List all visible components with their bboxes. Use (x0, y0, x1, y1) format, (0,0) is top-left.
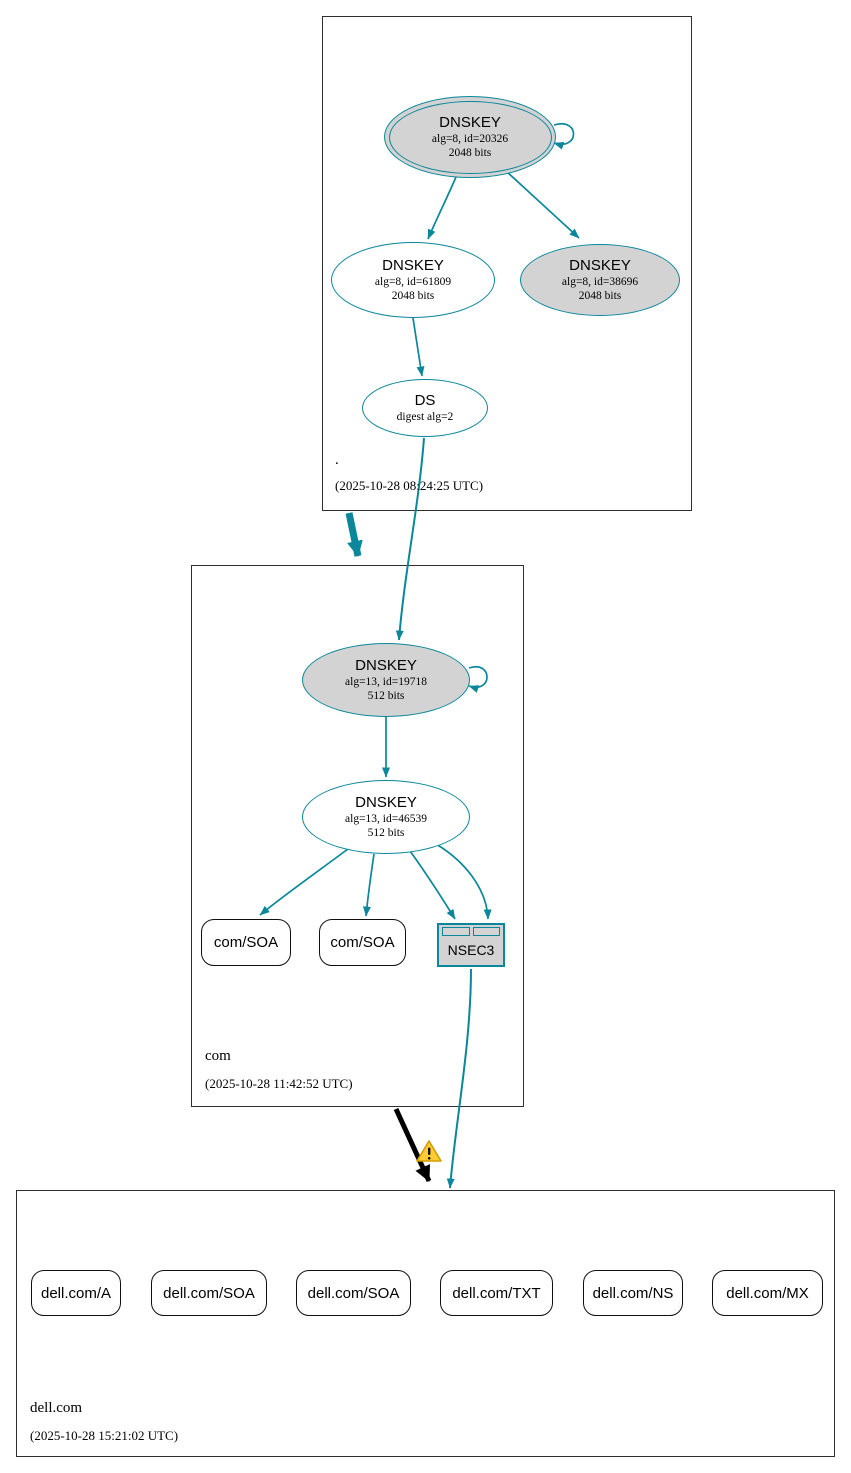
dnskey-node-root-ksk: DNSKEY alg=8, id=20326 2048 bits (384, 96, 556, 178)
dnskey-bits: 2048 bits (448, 147, 492, 159)
dnskey-alg-id: alg=8, id=61809 (374, 275, 452, 288)
dnskey-alg-id: alg=13, id=19718 (345, 675, 427, 688)
nsec3-cell (442, 927, 470, 936)
rrset-dell-a: dell.com/A (31, 1270, 121, 1316)
ds-node-com: DS digest alg=2 (362, 379, 488, 437)
dnskey-alg-id: alg=8, id=20326 (431, 132, 509, 145)
zone-timestamp-root: (2025-10-28 08:24:25 UTC) (335, 478, 484, 493)
edge-com-to-dell-delegation (393, 1107, 432, 1183)
dnskey-alg-id: alg=13, id=46539 (345, 812, 427, 825)
dnskey-title: DNSKEY (355, 793, 417, 811)
ds-digest: digest alg=2 (396, 410, 454, 423)
dnskey-title: DNSKEY (439, 113, 501, 131)
dnskey-node-root-zsk: DNSKEY alg=8, id=61809 2048 bits (331, 242, 495, 318)
dnskey-node-com-zsk: DNSKEY alg=13, id=46539 512 bits (302, 780, 470, 854)
dnskey-node-com-ksk: DNSKEY alg=13, id=19718 512 bits (302, 643, 470, 717)
rrset-dell-soa-2: dell.com/SOA (296, 1270, 411, 1316)
dnskey-bits: 2048 bits (578, 290, 622, 302)
zone-box-com (191, 565, 524, 1107)
nsec3-label: NSEC3 (447, 941, 495, 958)
rrset-com-soa-2: com/SOA (319, 919, 406, 966)
nsec3-cell (472, 927, 500, 936)
dnskey-bits: 512 bits (367, 827, 405, 839)
zone-label-com: com (205, 1048, 231, 1064)
rrset-dell-mx: dell.com/MX (712, 1270, 823, 1316)
zone-box-dell-com (16, 1190, 835, 1457)
dnskey-title: DNSKEY (569, 256, 631, 274)
zone-timestamp-dell-com: (2025-10-28 15:21:02 UTC) (30, 1428, 179, 1443)
zone-label-root: . (335, 452, 339, 468)
warning-icon (416, 1140, 442, 1162)
rrset-dell-ns: dell.com/NS (583, 1270, 683, 1316)
rrset-com-soa-1: com/SOA (201, 919, 291, 966)
dnskey-title: DNSKEY (355, 656, 417, 674)
dnskey-alg-id: alg=8, id=38696 (561, 275, 639, 288)
nsec3-node: NSEC3 (437, 923, 505, 967)
rrset-dell-soa-1: dell.com/SOA (151, 1270, 267, 1316)
rrset-dell-txt: dell.com/TXT (440, 1270, 553, 1316)
dnskey-node-root-38696: DNSKEY alg=8, id=38696 2048 bits (520, 244, 680, 316)
zone-box-root (322, 16, 692, 511)
zone-label-dell-com: dell.com (30, 1400, 83, 1416)
dnskey-title: DNSKEY (382, 256, 444, 274)
dnskey-bits: 512 bits (367, 690, 405, 702)
zone-timestamp-com: (2025-10-28 11:42:52 UTC) (205, 1076, 353, 1091)
nsec3-record-cells (442, 927, 500, 936)
ds-title: DS (414, 391, 436, 409)
dnskey-bits: 2048 bits (391, 290, 435, 302)
edge-root-to-com-delegation (345, 512, 363, 557)
